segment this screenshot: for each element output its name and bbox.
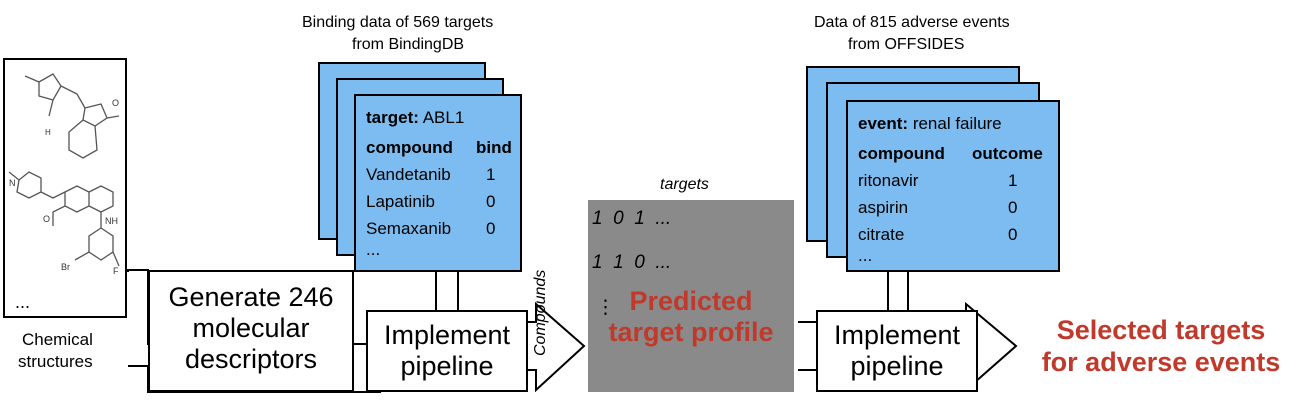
predicted-matrix: 1 0 1 ... 1 1 0 ... ⋮ Predicted target p…	[588, 200, 794, 392]
structures-label-line1: Chemical	[22, 330, 93, 349]
result-line1: Selected targets	[1056, 315, 1266, 345]
descriptor-line3: descriptors	[184, 344, 318, 374]
binding-target-value: ABL1	[422, 108, 465, 127]
connector-adverse	[887, 270, 909, 310]
binding-more: ...	[366, 240, 381, 259]
binding-target-key: target:	[366, 108, 419, 127]
adverse-event-key: event:	[858, 114, 909, 133]
result-line2: for adverse events	[1041, 347, 1281, 377]
pipeline-right-line1: Implement	[833, 320, 961, 350]
adverse-title-line1: Data of 815 adverse events	[814, 14, 1010, 31]
matrix-top-label: targets	[660, 176, 709, 193]
structures-label-line2: structures	[18, 352, 93, 371]
matrix-side-label: Compounds	[532, 269, 549, 356]
pipeline-right-line2: pipeline	[850, 351, 944, 381]
molecule-drawings	[8, 73, 120, 267]
pipeline-right-box: Implement pipeline	[816, 310, 978, 392]
matrix-vdots: ⋮	[596, 297, 615, 318]
descriptor-line1: Generate 246	[168, 282, 334, 312]
binding-col-bind: bind	[476, 138, 512, 157]
adverse-row: aspirin 0	[858, 198, 1018, 217]
connector-binding	[435, 270, 459, 310]
binding-card-front: target: ABL1 compound bind Vandetanib 1 …	[354, 94, 522, 272]
adverse-event-value: renal failure	[912, 114, 1002, 133]
binding-row: Lapatinib 0	[366, 192, 496, 211]
structures-ellipsis: ...	[15, 292, 31, 312]
adverse-card-front: event: renal failure compound outcome ri…	[846, 100, 1060, 272]
adverse-row: citrate 0	[858, 225, 1018, 244]
matrix-title-line2: target profile	[608, 317, 774, 347]
pipeline-left-box: Implement pipeline	[366, 310, 528, 392]
pipeline-left-line1: Implement	[383, 320, 511, 350]
adverse-col-compound: compound	[858, 144, 945, 163]
matrix-row: 1 1 0 ...	[592, 252, 672, 273]
adverse-row: ritonavir 1	[858, 171, 1018, 190]
binding-col-compound: compound	[366, 138, 453, 157]
matrix-title-line1: Predicted	[629, 286, 753, 316]
adverse-title-line2: from OFFSIDES	[848, 36, 965, 53]
pipeline-left-line2: pipeline	[400, 351, 494, 381]
descriptor-step-box: Generate 246 molecular descriptors	[148, 270, 354, 392]
matrix-row: 1 0 1 ...	[592, 208, 672, 229]
adverse-col-outcome: outcome	[972, 144, 1043, 163]
descriptor-line2: molecular	[192, 313, 310, 343]
binding-title-line1: Binding data of 569 targets	[302, 14, 494, 31]
binding-title-line2: from BindingDB	[352, 36, 465, 53]
molecule-sunitinib-core	[38, 73, 62, 101]
structures-panel: H O O N NH Br F ...	[3, 58, 127, 318]
binding-row: Vandetanib 1	[366, 165, 496, 184]
adverse-more: ...	[858, 246, 873, 265]
binding-row: Semaxanib 0	[366, 219, 496, 238]
